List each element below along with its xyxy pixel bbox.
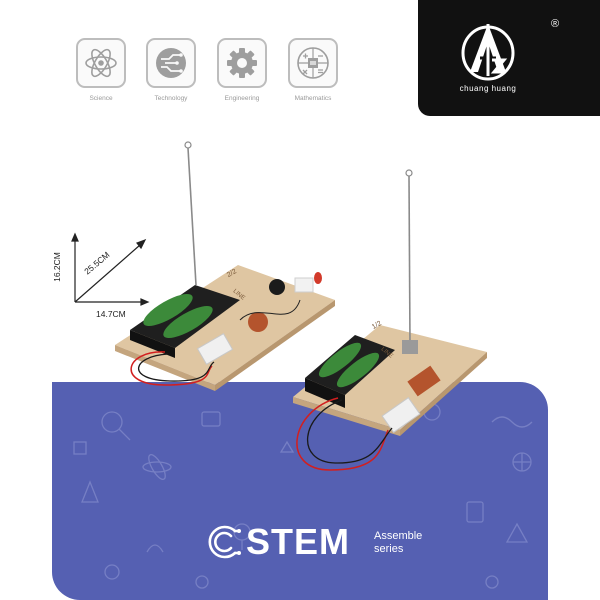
atom-icon bbox=[76, 38, 126, 88]
category-label: Science bbox=[89, 95, 113, 102]
category-label: Engineering bbox=[224, 95, 260, 102]
circuit-icon bbox=[146, 38, 196, 88]
stem-subtitle-line-2: series bbox=[374, 543, 404, 555]
receiver-board bbox=[293, 169, 487, 471]
stem-subtitle-line-1: Assemble bbox=[374, 530, 423, 542]
category-label: Technology bbox=[154, 95, 188, 102]
brand-logo-block: ® chuang huang bbox=[418, 0, 600, 116]
stem-banner bbox=[52, 382, 548, 600]
category-science: Science bbox=[76, 38, 126, 102]
gear-icon bbox=[217, 38, 267, 88]
brand-emblem-icon bbox=[461, 24, 515, 81]
registered-mark: ® bbox=[551, 18, 560, 30]
brand-name: chuang huang bbox=[459, 84, 517, 93]
category-label: Mathematics bbox=[294, 95, 332, 102]
stem-c-logo-icon bbox=[208, 525, 241, 559]
dimension-arrows bbox=[71, 232, 150, 306]
stem-subtitle: Assemble series bbox=[374, 530, 422, 556]
category-technology: Technology bbox=[146, 38, 196, 102]
dimension-height-label: 16.2CM bbox=[51, 252, 62, 282]
transmitter-board bbox=[115, 141, 335, 391]
dimension-width-label: 14.7CM bbox=[96, 309, 126, 319]
category-engineering: Engineering bbox=[217, 38, 267, 102]
stem-title: STEM bbox=[246, 521, 351, 562]
category-mathematics: Mathematics bbox=[288, 38, 338, 102]
math-symbols-icon bbox=[288, 38, 338, 88]
